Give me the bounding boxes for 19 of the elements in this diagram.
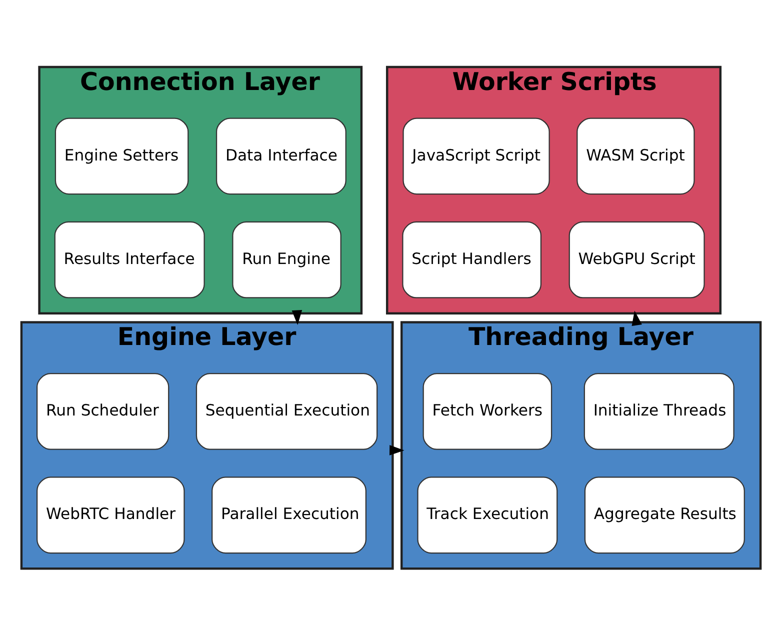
node-box: Sequential Execution [196, 372, 378, 450]
node-box: Run Scheduler [36, 372, 170, 450]
node-box: Results Interface [54, 220, 205, 298]
node-box: Track Execution [417, 476, 558, 554]
node-box: Aggregate Results [584, 476, 745, 554]
node-box: WebGPU Script [568, 220, 705, 298]
arrow [292, 310, 302, 324]
node-box: Script Handlers [402, 220, 542, 298]
node-box: WASM Script [576, 117, 695, 194]
node-box: Data Interface [216, 117, 346, 194]
node-box: Initialize Threads [584, 372, 734, 450]
node-box: WebRTC Handler [36, 476, 185, 554]
arrow [390, 444, 404, 455]
node-box: Parallel Execution [212, 476, 366, 554]
node-box: JavaScript Script [402, 117, 550, 194]
node-box: Engine Setters [54, 117, 189, 194]
node-box: Run Engine [232, 220, 342, 298]
node-box: Fetch Workers [422, 372, 552, 450]
arrow [632, 310, 642, 326]
